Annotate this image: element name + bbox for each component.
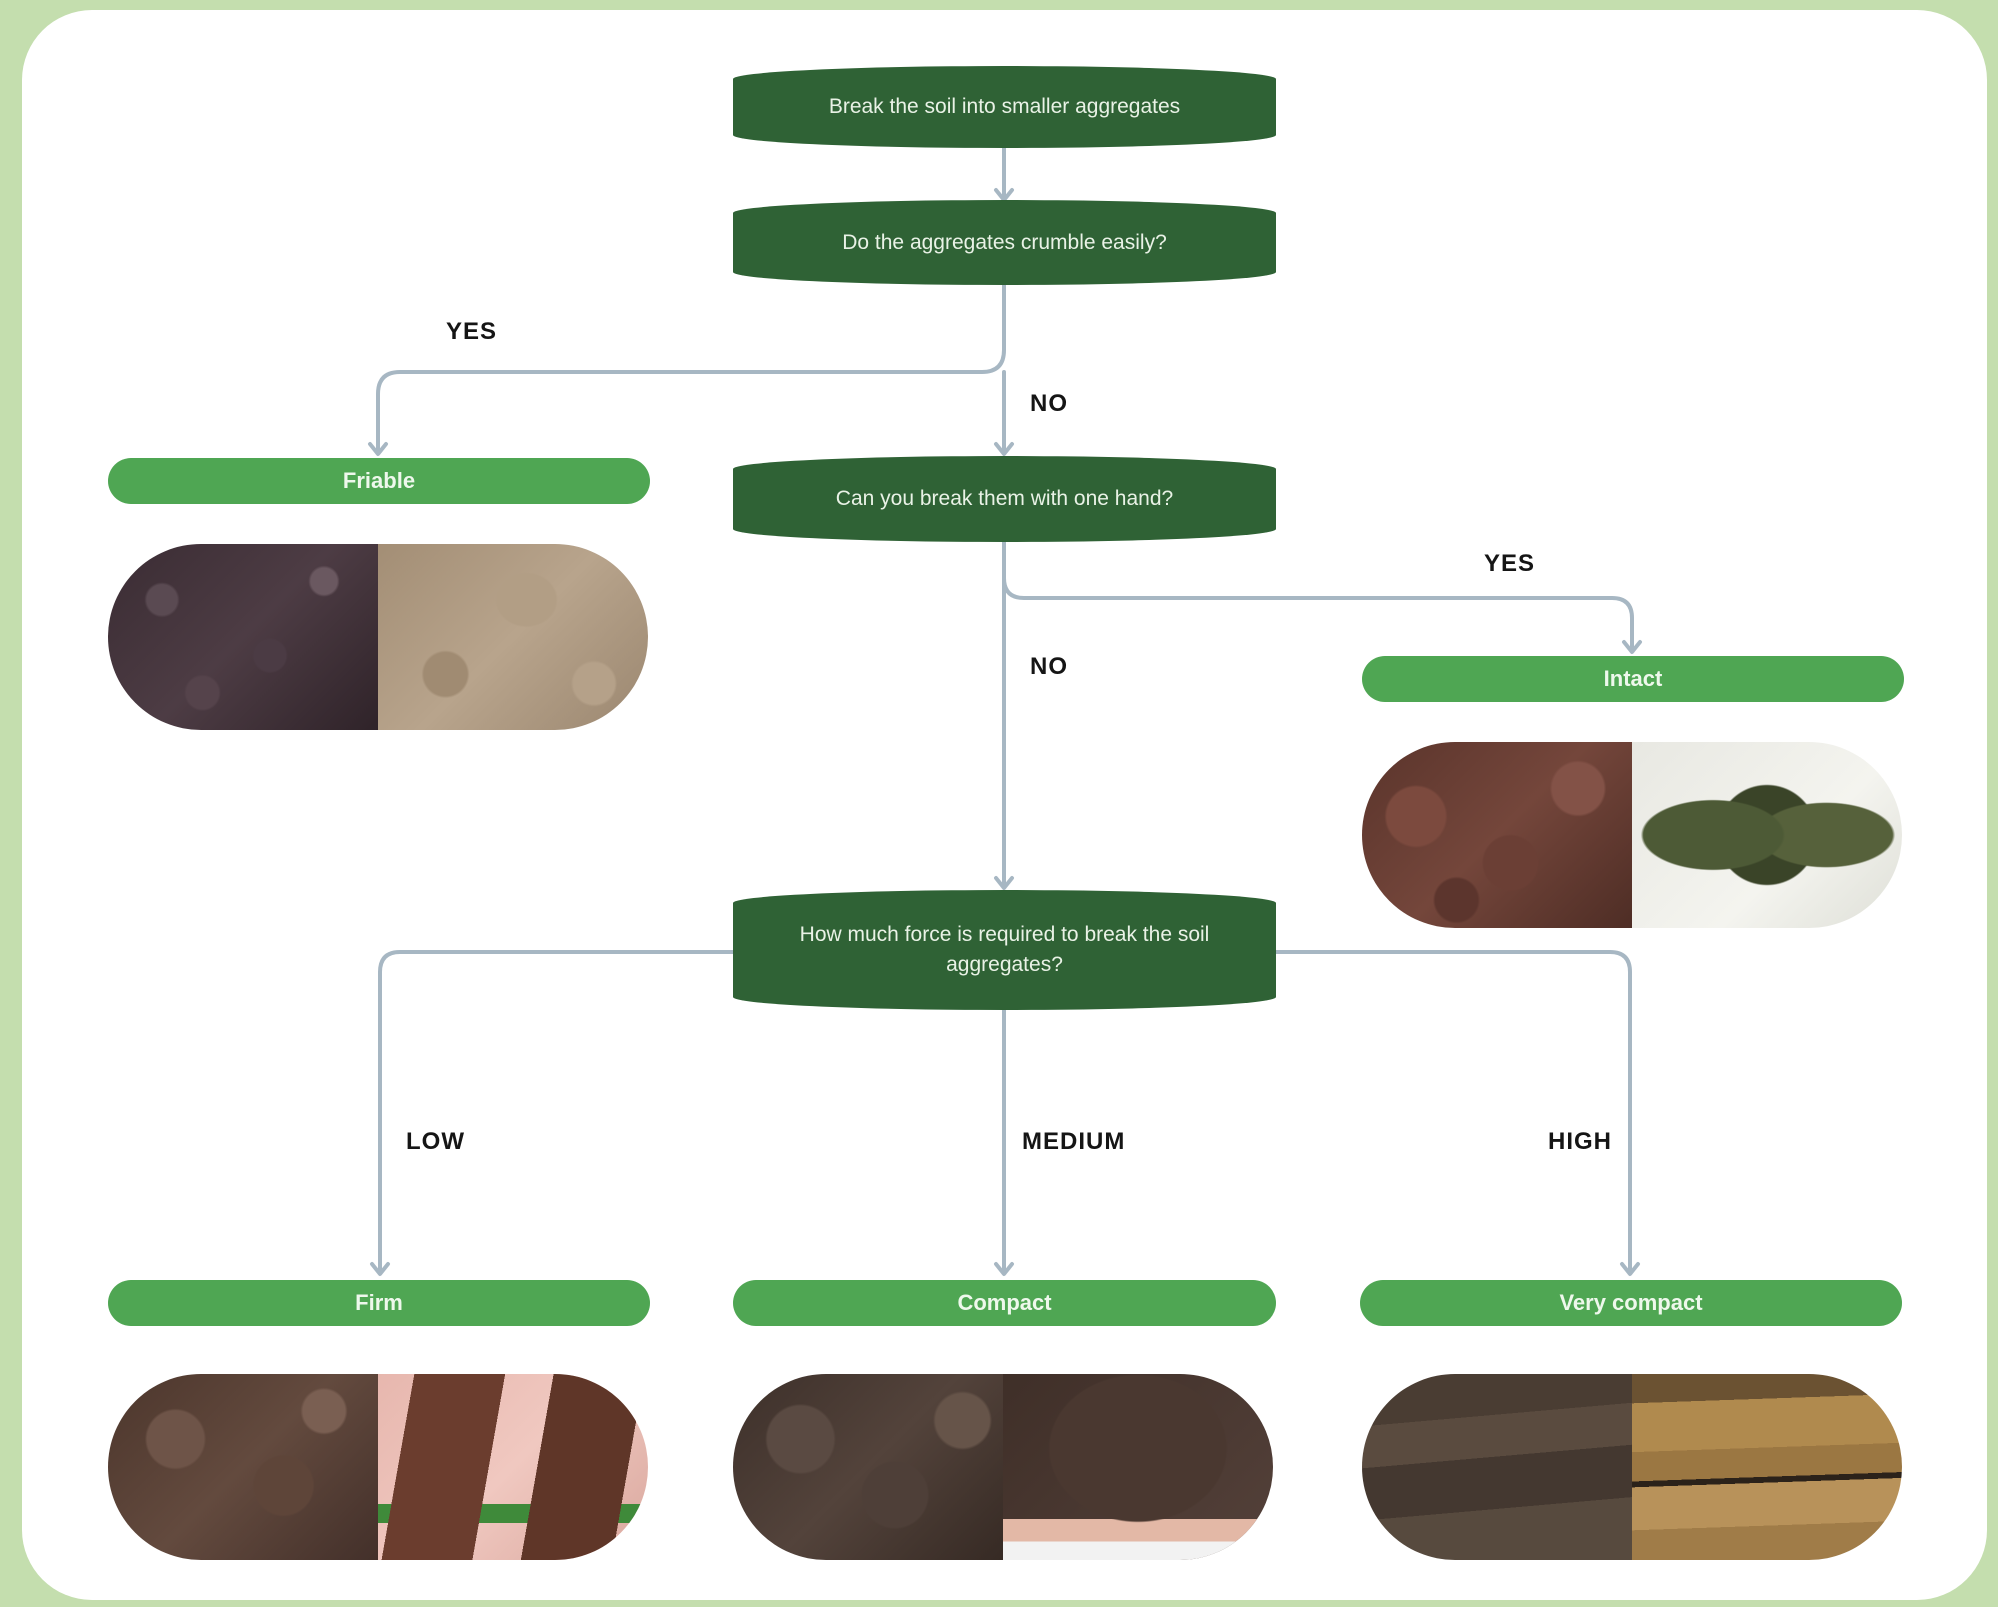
node-force-label: How much force is required to break the … — [799, 923, 1210, 976]
photo-friable-dark-soil — [108, 544, 378, 730]
result-very-compact: Very compact — [1360, 1280, 1902, 1326]
node-force-question: How much force is required to break the … — [733, 890, 1276, 1010]
result-compact: Compact — [733, 1280, 1276, 1326]
edge-label-one-hand-yes: YES — [1484, 550, 1536, 577]
node-start: Break the soil into smaller aggregates — [733, 66, 1276, 148]
photo-friable-dry-soil — [378, 544, 648, 730]
node-crumble-label: Do the aggregates crumble easily? — [842, 230, 1167, 254]
photo-intact — [1362, 742, 1902, 928]
node-crumble-question: Do the aggregates crumble easily? — [733, 200, 1276, 285]
result-very-compact-label: Very compact — [1559, 1290, 1703, 1315]
edge-label-crumble-no: NO — [1030, 390, 1068, 417]
edge-label-one-hand-no: NO — [1030, 653, 1068, 680]
photo-firm — [108, 1374, 648, 1560]
photo-very-compact-ochre-layers — [1632, 1374, 1902, 1560]
result-intact: Intact — [1362, 656, 1904, 702]
result-friable: Friable — [108, 458, 650, 504]
photo-very-compact — [1362, 1374, 1902, 1560]
node-one-hand-label: Can you break them with one hand? — [835, 487, 1174, 510]
photo-firm-hand-blocks — [378, 1374, 648, 1560]
edge-label-crumble-yes: YES — [446, 318, 498, 345]
edge-label-force-high: HIGH — [1548, 1128, 1612, 1155]
photo-firm-clods — [108, 1374, 378, 1560]
photo-compact-hand-block — [1003, 1374, 1273, 1560]
edge-label-force-medium: MEDIUM — [1022, 1128, 1126, 1155]
node-one-hand-question: Can you break them with one hand? — [733, 456, 1276, 542]
result-intact-label: Intact — [1603, 666, 1663, 691]
edge-label-force-low: LOW — [406, 1128, 465, 1155]
result-compact-label: Compact — [957, 1290, 1052, 1315]
photo-very-compact-dark-layers — [1362, 1374, 1632, 1560]
photo-friable — [108, 544, 648, 730]
photo-intact-clods — [1362, 742, 1632, 928]
node-start-label: Break the soil into smaller aggregates — [828, 95, 1181, 118]
photo-compact-clods — [733, 1374, 1003, 1560]
result-friable-label: Friable — [342, 468, 416, 493]
result-firm-label: Firm — [355, 1290, 403, 1315]
result-firm: Firm — [108, 1280, 650, 1326]
photo-compact — [733, 1374, 1273, 1560]
photo-intact-green-aggregates — [1632, 742, 1902, 928]
